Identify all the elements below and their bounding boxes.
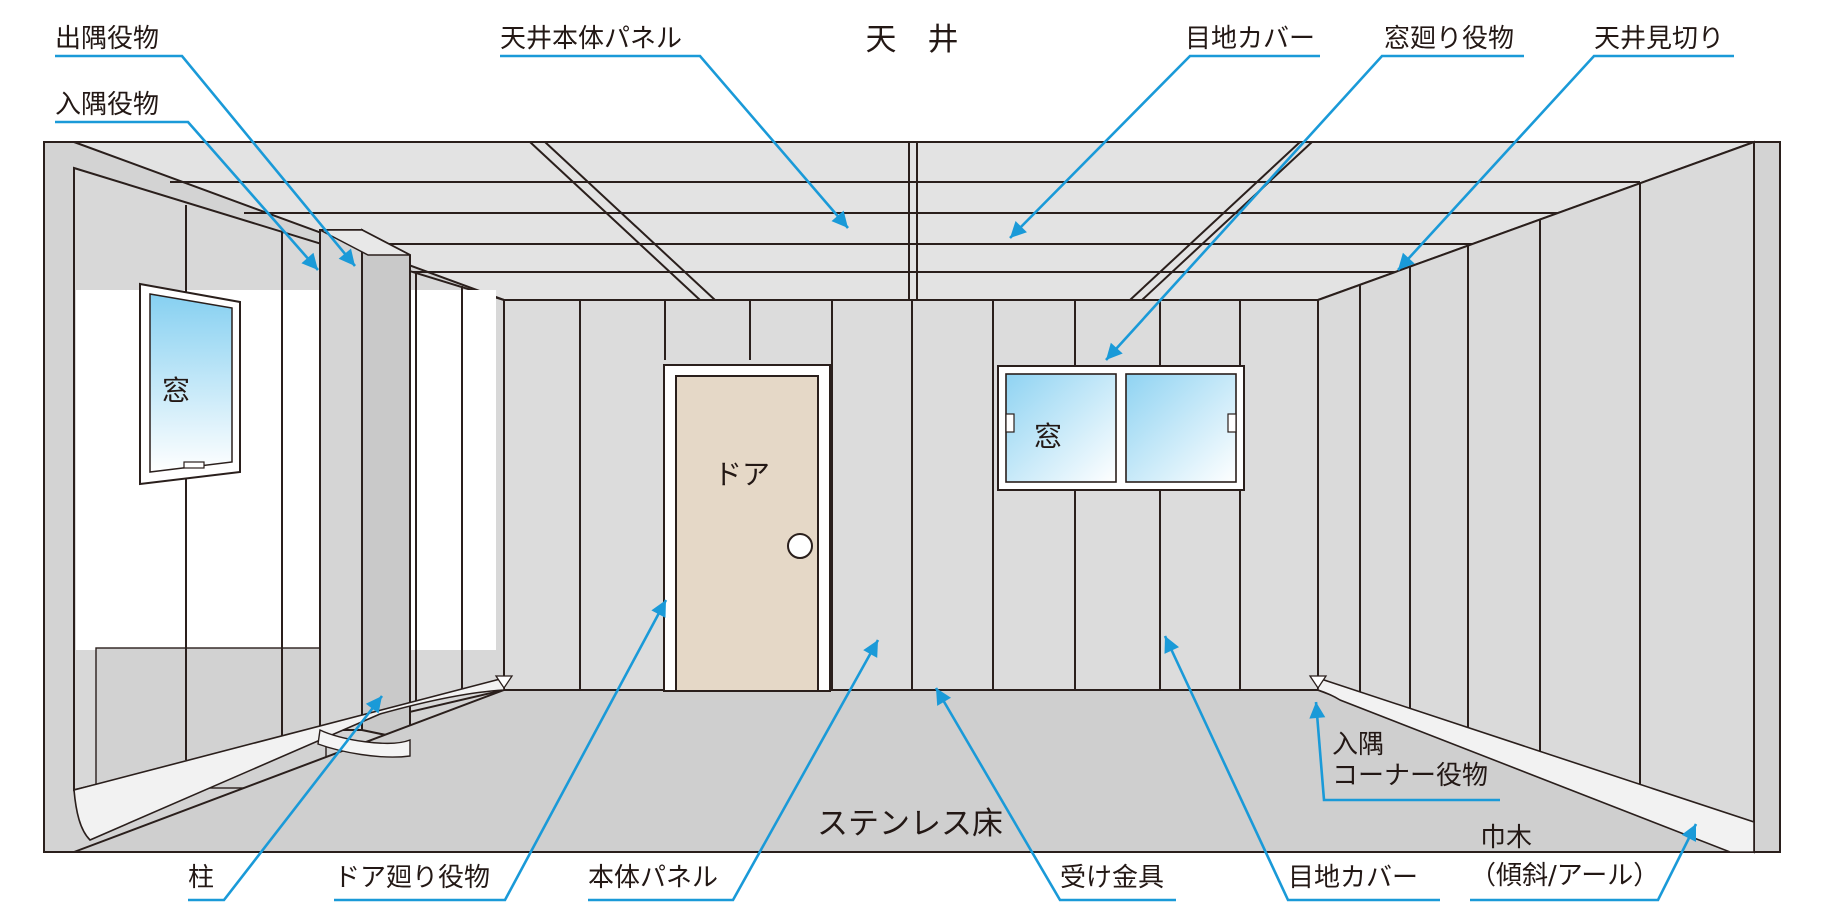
callout-baseboard-line2: （傾斜/アール） <box>1470 861 1659 891</box>
window-right-latch-l <box>1005 413 1015 433</box>
arrowhead-ceiling-edge <box>1398 252 1415 270</box>
callout-door-trim: ドア廻り役物 <box>334 863 490 893</box>
door <box>675 375 819 692</box>
callout-joint-cover-bottom: 目地カバー <box>1288 863 1418 893</box>
arrowhead-window-trim <box>1106 342 1123 360</box>
leader-corner-trim <box>1314 701 1500 802</box>
ceiling-panel-joints <box>170 141 1640 301</box>
arrowhead-column <box>365 696 382 714</box>
leader-joint-cover-top <box>1009 54 1320 239</box>
callout-main-panel: 本体パネル <box>588 863 718 893</box>
column-top <box>319 229 411 256</box>
leader-arrowheads <box>301 210 1696 842</box>
leader-main-panel <box>588 639 880 902</box>
leader-column <box>188 695 384 902</box>
baseboard-left <box>73 676 505 841</box>
window-left-glass <box>149 293 233 473</box>
callout-baseboard-line1: 巾木 <box>1480 823 1532 853</box>
window-right-glass-right <box>1125 373 1237 483</box>
leader-joint-cover-bottom <box>1163 635 1440 902</box>
floor-label: ステンレス床 <box>817 806 1003 842</box>
leader-ceiling-edge <box>1397 54 1734 271</box>
leader-iriguu <box>55 120 319 271</box>
callout-corner-trim-line2: コーナー役物 <box>1332 761 1488 791</box>
baseboard-right <box>1317 676 1755 853</box>
arrowhead-iriguu <box>301 252 318 270</box>
arrowhead-deguu <box>338 248 355 266</box>
leader-lines <box>55 54 1734 902</box>
room-structure <box>43 140 1781 854</box>
leader-ceiling-panel <box>500 54 849 229</box>
right-wall-studs <box>1359 184 1641 806</box>
arrowhead-joint-cover-top <box>1010 220 1027 238</box>
arrowhead-ceiling-panel <box>831 210 848 228</box>
window-left-latch <box>183 461 205 469</box>
arrowhead-bracket <box>936 688 951 706</box>
callout-deguu-yakumono: 出隅役物 <box>55 24 159 54</box>
window-left-label: 窓 <box>162 374 190 407</box>
arrowhead-corner-trim <box>1309 702 1326 719</box>
arrowhead-joint-cover-bottom <box>1164 636 1180 654</box>
leader-door-trim <box>334 599 668 902</box>
corner-trim-left <box>494 675 514 690</box>
leader-bracket <box>934 687 1176 902</box>
column-body <box>319 229 363 731</box>
callout-window-trim: 窓廻り役物 <box>1384 24 1514 54</box>
leader-deguu <box>55 54 357 267</box>
callout-corner-trim-line1: 入隅 <box>1332 730 1384 760</box>
callout-iriguu-yakumono: 入隅役物 <box>55 90 159 120</box>
arrowhead-main-panel <box>863 640 878 658</box>
leader-baseboard <box>1470 823 1698 902</box>
callout-bracket: 受け金具 <box>1060 863 1164 893</box>
callout-ceiling-panel: 天井本体パネル <box>500 24 682 54</box>
window-right-glass-left <box>1005 373 1117 483</box>
door-label: ドア <box>714 458 770 491</box>
callout-column: 柱 <box>188 863 214 893</box>
ceiling-title: 天 井 <box>866 22 959 58</box>
column-side <box>361 228 411 742</box>
callout-ceiling-edge: 天井見切り <box>1594 24 1724 54</box>
door-knob <box>787 533 813 559</box>
window-right-latch-r <box>1227 413 1237 433</box>
leader-window-trim <box>1105 54 1524 361</box>
corner-trim-right <box>1308 675 1328 690</box>
window-right-label: 窓 <box>1034 420 1062 453</box>
callout-joint-cover-top: 目地カバー <box>1185 24 1315 54</box>
arrowhead-door-trim <box>651 600 666 618</box>
arrowhead-baseboard <box>1681 824 1696 842</box>
